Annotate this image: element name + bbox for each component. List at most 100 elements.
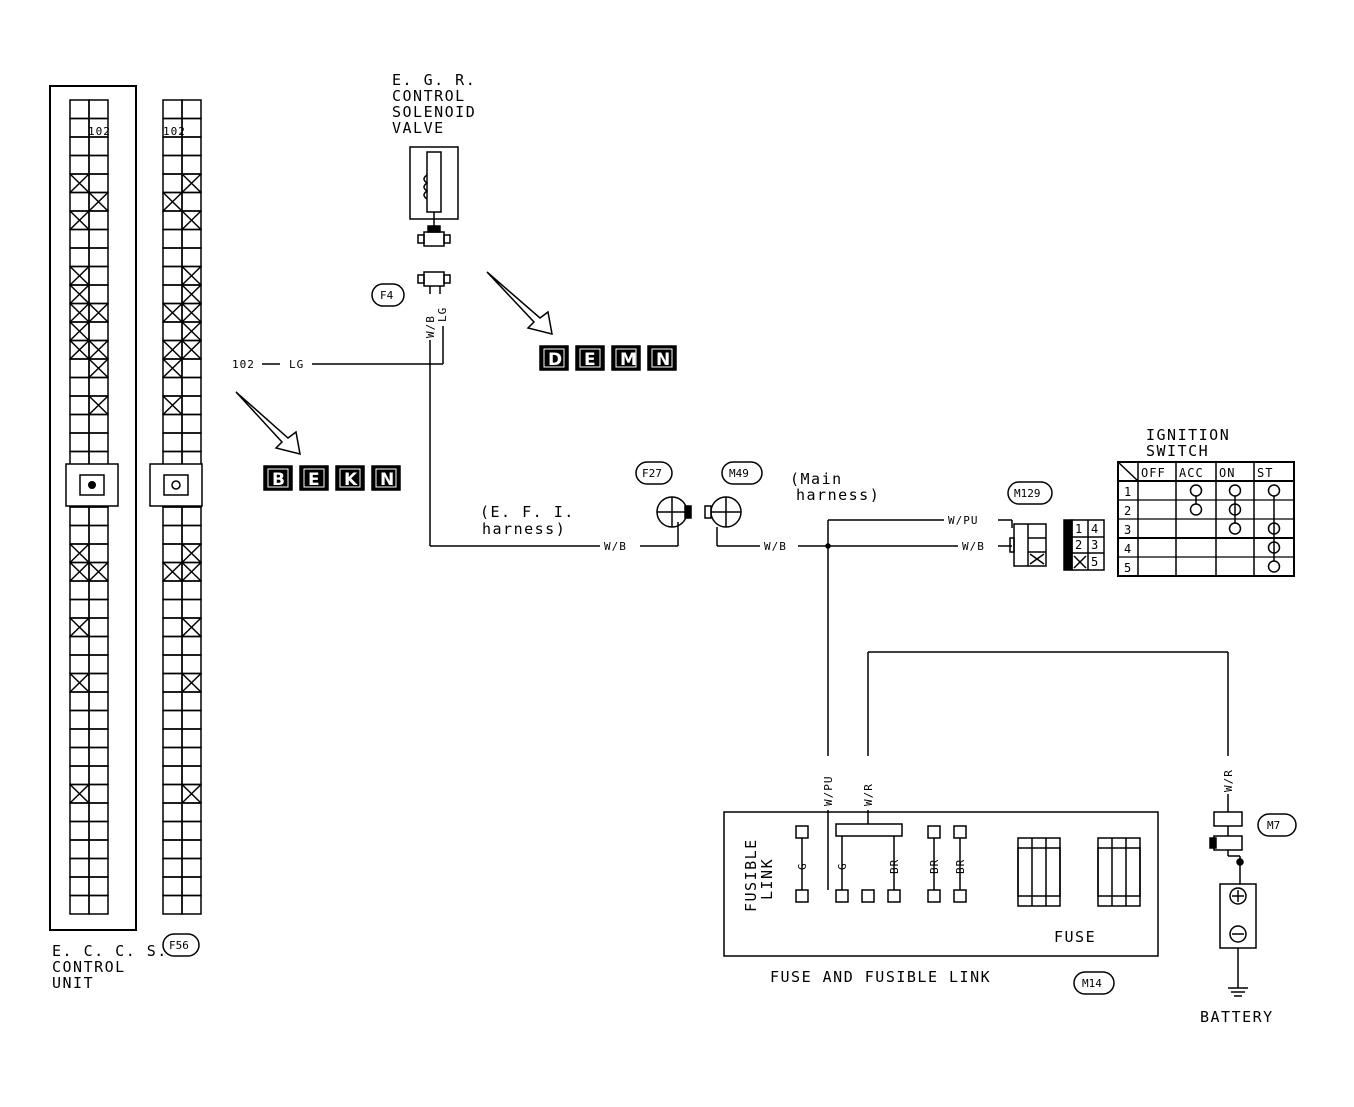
wire-label-wpu-fuse: W/PU [822, 776, 835, 807]
f56-pin-cell [162, 543, 183, 564]
f56-pin-cell [181, 154, 202, 175]
wire-label-lg-f4: LG [436, 307, 449, 322]
f56-pin-cell [162, 265, 183, 286]
f56-pin-cell [181, 247, 202, 268]
ecu-pin-cell [69, 395, 90, 416]
ecu-pin-cell [88, 654, 109, 675]
m129-connector: M129 1 4 2 3 5 [1007, 481, 1105, 571]
ecu-pin-cell [69, 154, 90, 175]
ignition-column-acc: ACC [1179, 466, 1204, 480]
ecu-pin-cell [88, 820, 109, 841]
f56-pin-cell [181, 746, 202, 767]
ecu-pin-cell [69, 413, 90, 434]
ecu-pin-cell [88, 802, 109, 823]
f56-tag: F56 [162, 933, 200, 957]
ecu-pin-cell [69, 247, 90, 268]
ecu-pin-cell [69, 228, 90, 249]
egr-label-4: VALVE [392, 119, 445, 137]
model-code-block [371, 465, 401, 491]
f56-pin-cell [181, 857, 202, 878]
f56-connector-lock [149, 463, 203, 507]
ecu-pin-cell [69, 598, 90, 619]
egr-solenoid-valve: E. G. R. CONTROL SOLENOID VALVE [392, 71, 476, 247]
ecu-pin-cell [69, 580, 90, 601]
f56-pin-cell [162, 432, 183, 453]
f56-pin-cell [162, 617, 183, 638]
fuse-box: FUSIBLE LINK G G BR BR BR FUSE [723, 811, 1159, 957]
egr-label-1: E. G. R. [392, 71, 476, 89]
battery-label: BATTERY [1200, 1008, 1274, 1026]
svg-text:M14: M14 [1082, 977, 1102, 990]
f56-pin-cell [181, 432, 202, 453]
ecu-pin-cell [88, 543, 109, 564]
model-code-letter: N [656, 350, 670, 370]
ecu-pin-cell [88, 580, 109, 601]
m129-pin-2: 2 [1075, 538, 1083, 552]
svg-text:F27: F27 [642, 467, 662, 480]
ecu-pin-cell [69, 876, 90, 897]
ecu-pin-cell [88, 783, 109, 804]
ecu-pin-cell [69, 746, 90, 767]
ecu-label-2: CONTROL [52, 958, 126, 976]
fuse-wire-label-br3: BR [954, 859, 967, 874]
f56-pin-cell [181, 765, 202, 786]
egr-label-3: SOLENOID [392, 103, 476, 121]
f56-pin-cell [162, 894, 183, 915]
f56-pin-cell [162, 173, 183, 194]
ecu-pin-grid [69, 99, 109, 915]
ecu-pin-cell [69, 358, 90, 379]
ecu-pin-cell [69, 709, 90, 730]
model-code-letter: M [620, 350, 637, 370]
ecu-pin-cell [69, 857, 90, 878]
fuse-label: FUSE [1054, 928, 1096, 946]
ecu-pin-cell [69, 765, 90, 786]
f56-pin-cell [162, 746, 183, 767]
f56-pin-cell [162, 709, 183, 730]
ecu-pin-cell [88, 432, 109, 453]
ignition-contact [1228, 522, 1242, 535]
ecu-pin-cell [69, 654, 90, 675]
eccs-control-unit: 102 E. C. C. S. CONTROL UNIT [49, 85, 168, 992]
m129-tag: M129 [1007, 481, 1053, 505]
f56-pin-cell [181, 376, 202, 397]
f56-pin-cell [162, 839, 183, 860]
wire-label-102: 102 [232, 358, 255, 371]
f56-pin-cell [181, 395, 202, 416]
main-harness-label-1: (Main [790, 470, 843, 488]
f56-pin-cell [162, 247, 183, 268]
wire-label-wb-f4: W/B [424, 315, 437, 338]
ecu-pin-cell [88, 228, 109, 249]
f27-tag: F27 [635, 461, 673, 485]
ecu-pin-cell [88, 173, 109, 194]
f56-pin-cell [181, 413, 202, 434]
f56-pin-cell [162, 598, 183, 619]
ecu-pin-cell [88, 506, 109, 527]
ignition-row-2: 2 [1124, 504, 1132, 518]
f56-pin-cell [181, 524, 202, 545]
ecu-pin-cell [88, 672, 109, 693]
ecu-pin-cell [69, 839, 90, 860]
model-code-block [575, 345, 605, 371]
ecu-pin-cell [69, 894, 90, 915]
f56-pin-cell [181, 99, 202, 120]
f56-pin-cell [181, 635, 202, 656]
fusible-link-label-2: LINK [758, 858, 776, 900]
svg-text:F56: F56 [169, 939, 189, 952]
ignition-row-5: 5 [1124, 561, 1132, 575]
main-harness: (Main harness) W/B W/B W/PU W/PU [717, 470, 1013, 890]
efi-harness: (E. F. I. harness) W/B [430, 503, 679, 553]
wire-label-wr-battery: W/R [1222, 769, 1235, 792]
ecu-pin-cell [88, 728, 109, 749]
svg-text:M49: M49 [729, 467, 749, 480]
ecu-pin-cell [88, 746, 109, 767]
wire-label-wb-m129: W/B [962, 540, 985, 553]
f56-pin-cell [162, 691, 183, 712]
ecu-label-1: E. C. C. S. [52, 942, 168, 960]
f4-connector: F4 [371, 271, 451, 307]
f56-pin-cell [162, 228, 183, 249]
efi-harness-label-1: (E. F. I. [480, 503, 575, 521]
ecu-pin-cell [88, 524, 109, 545]
model-code-letter: E [308, 470, 320, 490]
f56-pin-cell [162, 580, 183, 601]
